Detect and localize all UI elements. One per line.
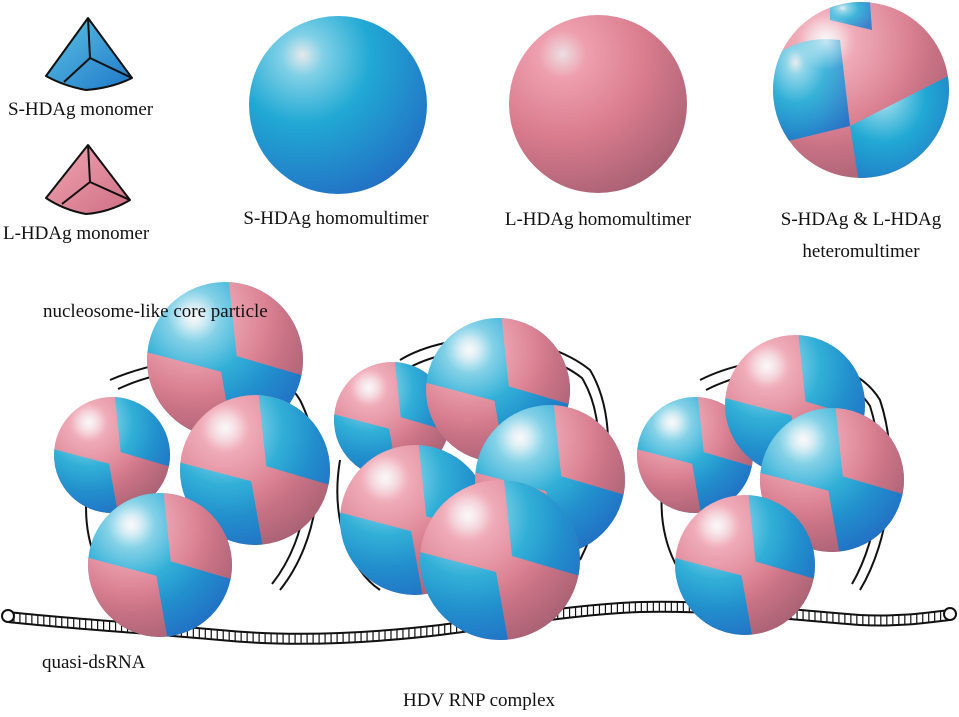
core-particle-sphere — [88, 493, 232, 637]
l-hdag-homomultimer-sphere — [509, 15, 687, 193]
s-monomer-label: S-HDAg monomer — [8, 99, 154, 120]
heteromultimer-sphere — [773, 2, 949, 178]
s-homomultimer-label: S-HDAg homomultimer — [243, 208, 429, 229]
core-particle-sphere — [180, 395, 330, 545]
s-hdag-homomultimer-sphere — [249, 16, 427, 194]
core-particle-sphere — [637, 397, 753, 513]
complex-label: HDV RNP complex — [403, 690, 556, 711]
s-hdag-monomer-icon — [45, 17, 133, 91]
l-monomer-label: L-HDAg monomer — [3, 223, 150, 244]
rna-end-left — [1, 609, 15, 623]
l-homomultimer-label: L-HDAg homomultimer — [505, 209, 692, 230]
core-particle-sphere — [760, 408, 904, 552]
core-particle-sphere — [675, 495, 815, 635]
core-particle-sphere — [340, 445, 490, 595]
l-hdag-monomer-icon — [45, 144, 131, 215]
rna-label: quasi-dsRNA — [42, 652, 146, 673]
rna-end-right — [943, 607, 957, 621]
core-particle-sphere — [420, 480, 580, 640]
heteromultimer-label-line1: S-HDAg & L-HDAg — [781, 209, 942, 230]
heteromultimer-label-line2: heteromultimer — [802, 241, 920, 262]
core-particles — [54, 282, 904, 640]
core-particle-label: nucleosome-like core particle — [43, 301, 268, 322]
core-particle-sphere — [54, 397, 170, 513]
